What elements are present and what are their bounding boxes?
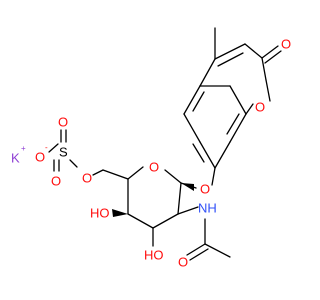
bond — [177, 206, 199, 215]
sulfur-atom: S — [59, 145, 68, 160]
bond — [189, 248, 209, 261]
bond — [211, 167, 216, 186]
molecule-structure: K + O - S O O O O O HO HO NH O O O — [11, 27, 291, 270]
bond — [186, 243, 206, 256]
bond — [226, 113, 240, 135]
atom-labels: K + O - S O O O O O HO HO NH O O O — [11, 37, 291, 270]
bond — [192, 143, 205, 163]
bond — [192, 91, 205, 112]
bond — [92, 169, 104, 176]
potassium-atom: K — [11, 151, 20, 166]
bond — [261, 57, 267, 81]
bond — [265, 79, 271, 102]
bond — [48, 143, 59, 153]
bond — [245, 103, 254, 115]
bond — [177, 182, 182, 215]
bonds — [48, 27, 282, 261]
oxygen-anion: O — [35, 150, 45, 165]
sulfonyl-oxygen-bottom: O — [51, 174, 61, 189]
bond — [152, 213, 179, 229]
bond — [214, 43, 246, 60]
lactone-ring-oxygen: O — [255, 100, 265, 115]
bond — [214, 141, 231, 169]
bond — [164, 169, 182, 184]
bond — [199, 58, 216, 87]
bond — [204, 243, 231, 258]
bond — [264, 50, 282, 64]
oxygen-anion-charge: - — [45, 143, 48, 152]
bond — [69, 159, 78, 168]
bond — [102, 169, 129, 180]
ester-oxygen: O — [82, 171, 92, 186]
bond — [127, 213, 154, 229]
bond — [217, 52, 244, 67]
potassium-charge: + — [21, 144, 26, 153]
wedge-bond — [181, 183, 194, 191]
hydroxyl-c4: HO — [90, 206, 110, 221]
carbonyl-oxygen: O — [281, 37, 291, 52]
bond — [183, 113, 201, 143]
hydroxyl-c3: HO — [144, 248, 164, 263]
sulfonyl-oxygen-top: O — [58, 115, 68, 130]
glycosidic-oxygen: O — [200, 182, 210, 197]
bond — [199, 141, 216, 169]
bond — [229, 113, 247, 143]
bond — [183, 85, 201, 115]
bond — [244, 43, 263, 59]
amide-nitrogen: NH — [198, 201, 217, 216]
bond — [127, 166, 144, 180]
ring-oxygen: O — [149, 160, 159, 175]
bond — [261, 45, 279, 59]
wedge-bond — [112, 209, 128, 217]
amide-oxygen: O — [178, 255, 188, 270]
bond — [229, 85, 247, 115]
